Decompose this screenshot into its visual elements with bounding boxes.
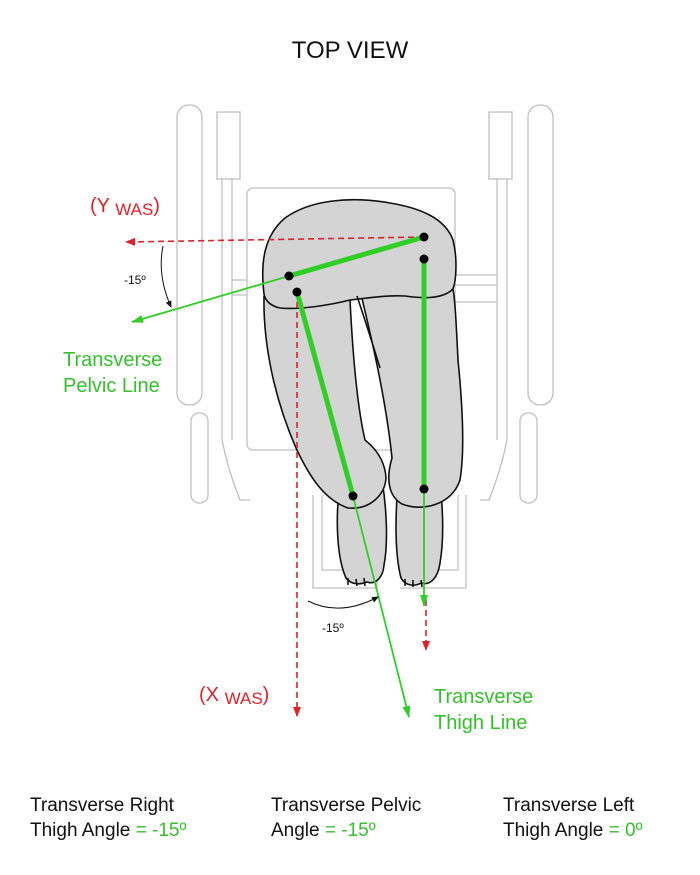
right-hip-center xyxy=(292,287,302,297)
thigh-line-label-1: Transverse xyxy=(434,686,533,708)
right-hip-joint xyxy=(284,271,294,281)
caption-line: Angle = -15º xyxy=(271,818,421,843)
thigh-line-label-2: Thigh Line xyxy=(434,712,527,734)
caption-text: Angle xyxy=(271,820,320,841)
left-knee-joint xyxy=(419,484,429,494)
left-hip-center xyxy=(419,254,429,264)
right-thigh-line-segment xyxy=(294,289,356,499)
y-was-label: (Y WAS) xyxy=(90,195,160,219)
caption-equals: = xyxy=(319,820,342,841)
caption-line: Transverse Left xyxy=(503,795,635,816)
caption-equals: = xyxy=(130,820,153,841)
caption-text: Thigh Angle xyxy=(503,820,604,841)
pelvic-line-label-1: Transverse xyxy=(63,349,162,371)
left-hip-joint xyxy=(419,232,429,242)
pelvic-angle-arc xyxy=(160,245,172,308)
caption-pelvic-angle: Transverse Pelvic Angle = -15º xyxy=(271,793,421,843)
x-was-label: (X WAS) xyxy=(199,684,269,708)
right-knee-joint xyxy=(348,491,358,501)
left-thigh xyxy=(359,284,464,508)
wheelchair-outline xyxy=(176,104,554,589)
caption-left-thigh-angle: Transverse Left Thigh Angle = 0º xyxy=(503,793,643,843)
pelvic-line-segment xyxy=(286,234,427,279)
caption-value: -15º xyxy=(341,820,376,841)
caption-value: -15º xyxy=(152,820,187,841)
caption-value: 0º xyxy=(625,820,643,841)
thigh-angle-label: -15º xyxy=(322,621,344,635)
caption-line: Thigh Angle = -15º xyxy=(30,818,186,843)
caption-text: Thigh Angle xyxy=(30,820,131,841)
pelvic-line-ray xyxy=(131,275,290,323)
thigh-angle-arc xyxy=(307,596,379,609)
caption-equals: = xyxy=(603,820,626,841)
right-thigh-line-ray xyxy=(352,495,411,718)
pelvic-angle-label: -15º xyxy=(124,273,146,287)
pelvic-line-label-2: Pelvic Line xyxy=(63,375,160,397)
page-title: TOP VIEW xyxy=(292,37,409,64)
caption-right-thigh-angle: Transverse Right Thigh Angle = -15º xyxy=(30,793,186,843)
caption-line: Transverse Right xyxy=(30,795,174,816)
caption-line: Transverse Pelvic xyxy=(271,795,422,816)
caption-line: Thigh Angle = 0º xyxy=(503,818,643,843)
lower-body-silhouette xyxy=(261,198,464,588)
